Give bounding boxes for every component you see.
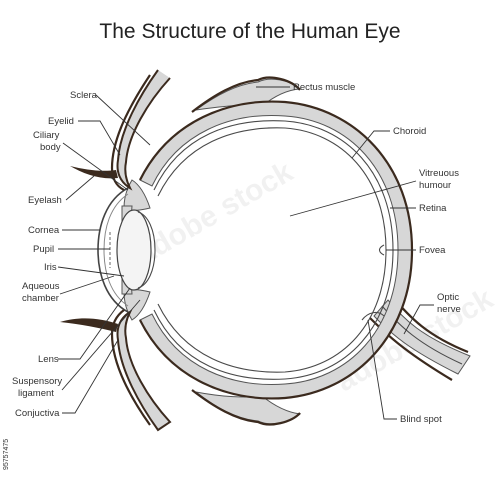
leader-eyelash bbox=[65, 175, 95, 201]
leader-optic-nerve bbox=[403, 304, 434, 335]
label-optic-nerve-line2: nerve bbox=[437, 304, 461, 315]
leader-suspensory bbox=[61, 299, 141, 391]
leader-eyelid bbox=[78, 120, 121, 156]
leader-vitreous bbox=[289, 180, 417, 217]
leader-ciliary-body bbox=[62, 142, 129, 191]
label-retina: Retina bbox=[419, 203, 447, 214]
upper-eyelid bbox=[116, 69, 171, 191]
stock-id: 95757475 bbox=[3, 439, 10, 470]
label-iris: Iris bbox=[44, 262, 57, 273]
label-suspensory-line2: ligament bbox=[18, 388, 54, 399]
leader-lens bbox=[58, 287, 131, 360]
right-labels: Rectus muscle Choroid Vitreuous humour R… bbox=[256, 82, 461, 425]
lower-eyelash bbox=[60, 318, 118, 332]
eye-illustration bbox=[60, 69, 471, 432]
left-labels: Sclera Eyelid Ciliary body Eyelash Corne… bbox=[12, 90, 151, 419]
upper-eyelash bbox=[70, 166, 118, 179]
fovea-pit bbox=[378, 244, 385, 256]
leader-aqueous bbox=[59, 275, 115, 295]
label-sclera: Sclera bbox=[70, 90, 98, 101]
lower-rectus-outline bbox=[191, 389, 301, 426]
label-rectus-muscle: Rectus muscle bbox=[293, 82, 355, 93]
label-fovea: Fovea bbox=[419, 245, 446, 256]
label-aqueous-line1: Aqueous bbox=[22, 281, 60, 292]
lower-eyelid-outline bbox=[110, 309, 151, 426]
leader-iris bbox=[57, 266, 125, 277]
label-optic-nerve-line1: Optic bbox=[437, 292, 459, 303]
upper-rectus-outline bbox=[191, 76, 301, 113]
lens-capsule bbox=[137, 211, 156, 289]
label-cornea: Cornea bbox=[28, 225, 60, 236]
leader-sclera bbox=[95, 94, 151, 146]
label-suspensory-line1: Suspensory bbox=[12, 376, 62, 387]
label-lens: Lens bbox=[38, 354, 59, 365]
upper-eyelid-outline bbox=[110, 74, 151, 191]
label-pupil: Pupil bbox=[33, 244, 54, 255]
lens bbox=[116, 209, 152, 291]
blind-spot-mark bbox=[361, 311, 385, 321]
label-ciliary-body-line1: Ciliary bbox=[33, 130, 60, 141]
label-vitreous-line1: Vitreuous bbox=[419, 168, 459, 179]
label-choroid: Choroid bbox=[393, 126, 426, 137]
cornea bbox=[97, 187, 129, 313]
cornea-inner bbox=[103, 193, 129, 307]
diagram-title: The Structure of the Human Eye bbox=[99, 20, 400, 43]
label-conjuctiva: Conjuctiva bbox=[15, 408, 60, 419]
leader-choroid bbox=[351, 130, 390, 159]
label-ciliary-body-line2: body bbox=[40, 142, 61, 153]
leader-conjuctiva bbox=[62, 339, 119, 414]
label-eyelash: Eyelash bbox=[28, 195, 62, 206]
lower-eyelid bbox=[116, 309, 172, 432]
label-aqueous-line2: chamber bbox=[22, 293, 59, 304]
label-eyelid: Eyelid bbox=[48, 116, 74, 127]
label-blind-spot: Blind spot bbox=[400, 414, 442, 425]
label-vitreous-line2: humour bbox=[419, 180, 451, 191]
optic-nerve-outline-bottom bbox=[369, 317, 453, 381]
leader-blind-spot bbox=[367, 319, 397, 420]
